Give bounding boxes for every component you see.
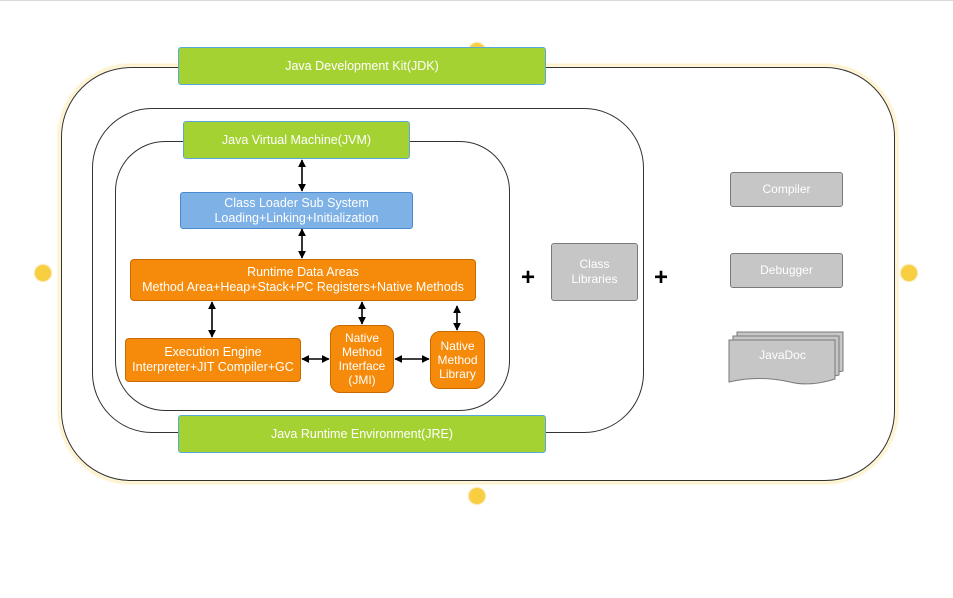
class-libraries-line1: Class: [579, 257, 610, 271]
class-loader-detail: Loading+Linking+Initialization: [214, 210, 379, 225]
jvm-label-text: Java Virtual Machine(JVM): [221, 132, 372, 147]
class-loader-box[interactable]: Class Loader Sub System Loading+Linking+…: [180, 192, 413, 229]
debugger-box[interactable]: Debugger: [730, 253, 843, 288]
jre-label-text: Java Runtime Environment(JRE): [270, 426, 453, 441]
runtime-data-areas-detail: Method Area+Heap+Stack+PC Registers+Nati…: [142, 280, 464, 294]
javadoc-document-icon[interactable]: [728, 331, 846, 389]
native-interface-line3: Interface: [338, 359, 386, 373]
top-divider: [0, 0, 953, 1]
runtime-data-areas-box[interactable]: Runtime Data Areas Method Area+Heap+Stac…: [130, 259, 476, 301]
compiler-box[interactable]: Compiler: [730, 172, 843, 207]
plus-sign-2: +: [654, 264, 669, 291]
jvm-label[interactable]: Java Virtual Machine(JVM): [183, 121, 410, 159]
native-library-line1: Native: [440, 339, 475, 353]
class-libraries-box[interactable]: Class Libraries: [551, 243, 638, 301]
left-resize-handle[interactable]: [35, 265, 51, 281]
javadoc-label: JavaDoc: [759, 347, 806, 362]
runtime-data-areas-title: Runtime Data Areas: [247, 265, 359, 279]
native-interface-line2: Method: [341, 345, 383, 359]
compiler-label: Compiler: [762, 182, 811, 196]
execution-engine-title: Execution Engine: [164, 345, 262, 359]
native-library-line2: Method: [437, 353, 478, 367]
plus-sign-1: +: [521, 264, 536, 291]
right-resize-handle[interactable]: [901, 265, 917, 281]
javadoc-label-wrap: JavaDoc: [729, 341, 836, 369]
debugger-label: Debugger: [760, 263, 813, 277]
jre-label[interactable]: Java Runtime Environment(JRE): [178, 415, 546, 453]
native-method-library-box[interactable]: Native Method Library: [430, 331, 485, 389]
class-loader-title: Class Loader Sub System: [224, 195, 369, 210]
jdk-label[interactable]: Java Development Kit(JDK): [178, 47, 546, 85]
native-library-line3: Library: [439, 367, 476, 381]
native-interface-line1: Native: [344, 331, 379, 345]
native-interface-line4: (JMI): [348, 373, 376, 387]
execution-engine-box[interactable]: Execution Engine Interpreter+JIT Compile…: [125, 338, 301, 382]
execution-engine-detail: Interpreter+JIT Compiler+GC: [132, 360, 294, 374]
native-method-interface-box[interactable]: Native Method Interface (JMI): [330, 325, 394, 393]
class-libraries-line2: Libraries: [571, 272, 618, 286]
bottom-resize-handle[interactable]: [469, 488, 485, 504]
jdk-label-text: Java Development Kit(JDK): [285, 58, 439, 73]
